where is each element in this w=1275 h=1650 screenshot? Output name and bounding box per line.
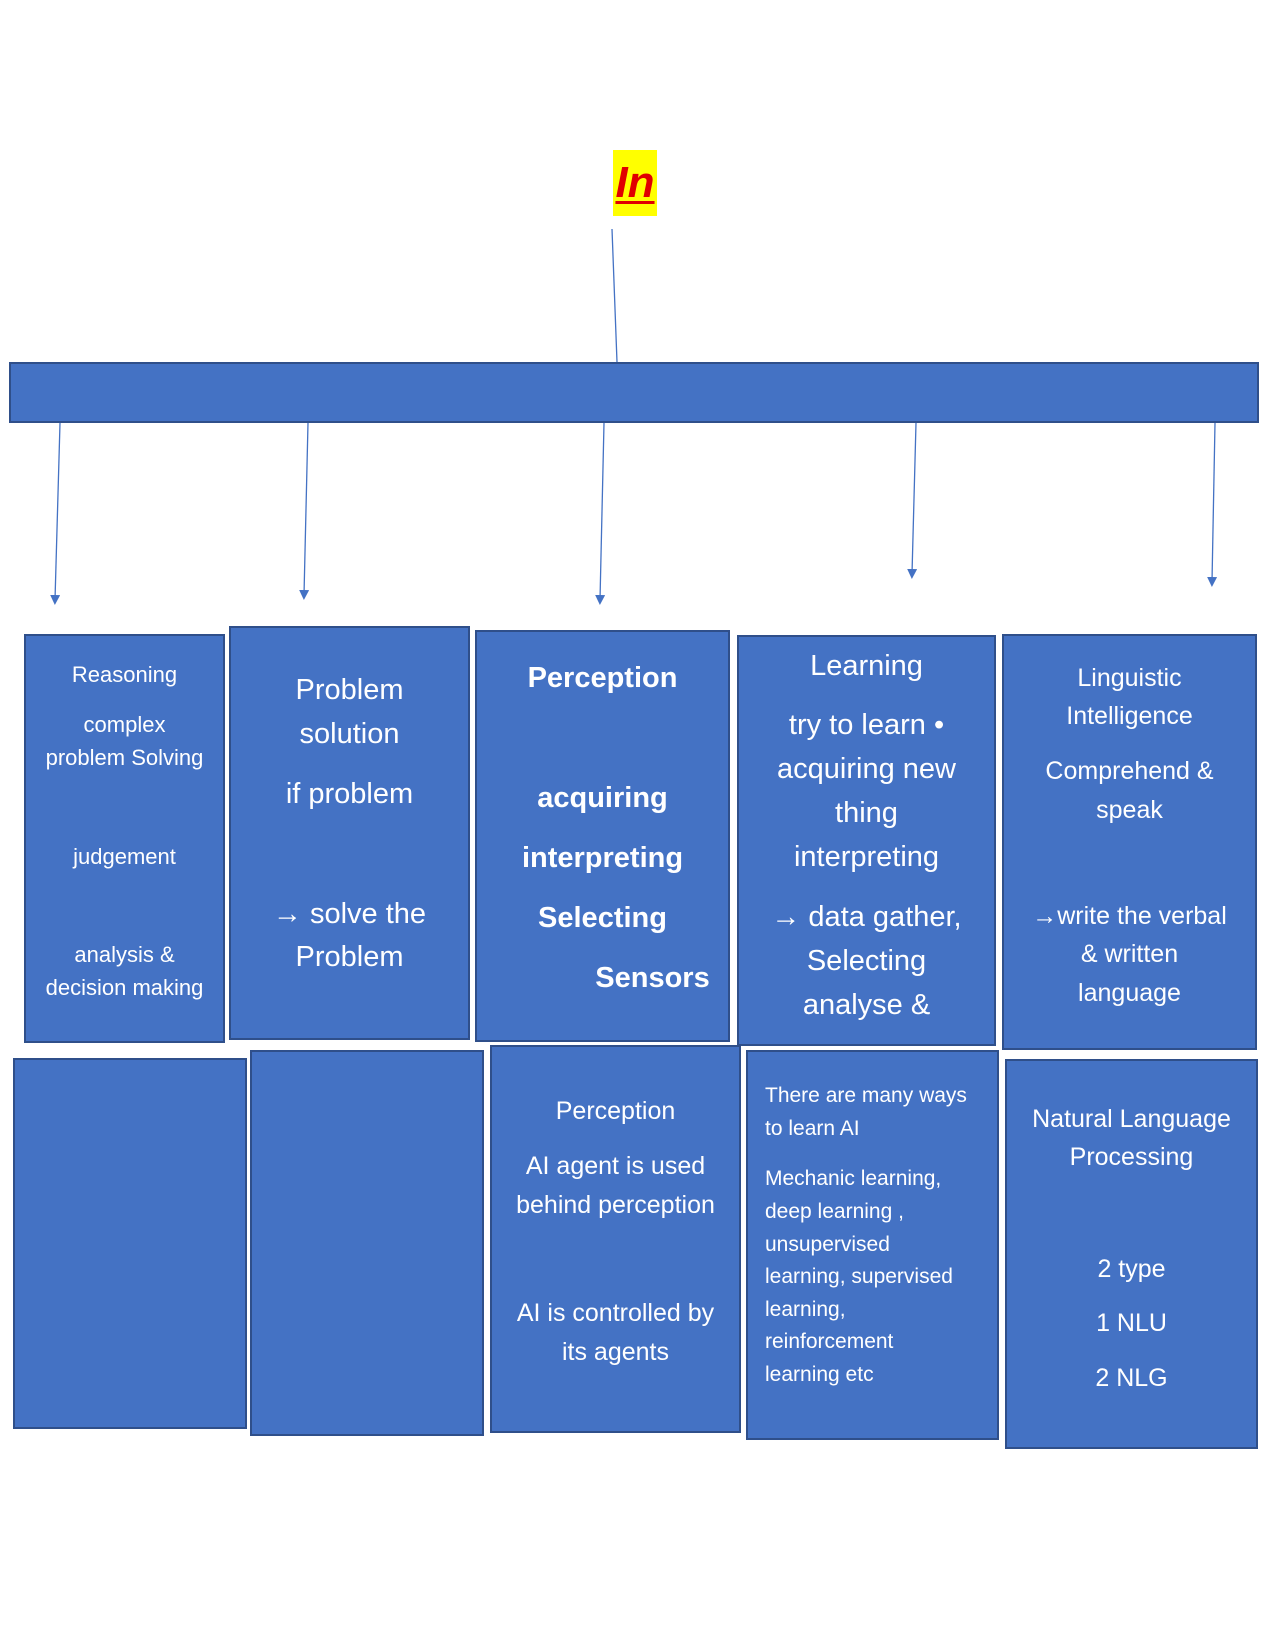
nlp-line-2: Processing [1069,1143,1194,1171]
learning-detail-box: There are many ways to learn AI Mechanic… [746,1050,999,1440]
perception-line-3: interpreting [521,842,684,874]
problem-line-3: if problem [285,778,414,810]
reasoning-line-5: analysis & [74,942,175,967]
perception-detail-box: Perception AI agent is used behind perce… [490,1045,741,1433]
perception-detail-line-5: its agents [561,1338,669,1366]
empty-box-1 [13,1058,247,1429]
learning-line-1: Learning [810,650,923,682]
main-bar [9,362,1259,423]
perception-line-4: Selecting [538,902,667,934]
perception-detail-line-3: behind perception [516,1191,715,1219]
arrow-linguistic [1207,422,1218,587]
arrow-perception [595,422,606,605]
learning-line-3: acquiring new [777,753,956,785]
learning-detail-line-1: There are many ways [765,1084,967,1107]
reasoning-line-2: complex [83,712,166,737]
linguistic-line-7: language [1078,979,1181,1007]
nlp-box: Natural Language Processing 2 type 1 NLU… [1005,1059,1258,1449]
perception-line-1: Perception [527,662,678,694]
title-text: In [615,158,655,207]
linguistic-line-3: Comprehend & [1045,757,1214,785]
problem-line-4: → solve the [272,898,427,930]
learning-detail-line-8: reinforcement [765,1330,894,1353]
nlp-line-3: 2 type [1097,1255,1166,1283]
linguistic-line-4: speak [1096,796,1163,824]
learning-detail-line-9: learning etc [765,1363,874,1386]
problem-box: Problem solution if problem → solve the … [229,626,470,1040]
linguistic-line-6: & written [1080,940,1179,968]
learning-box: Learning try to learn • acquiring new th… [737,635,996,1046]
learning-detail-line-5: unsupervised [765,1233,890,1256]
learning-line-2: try to learn • [788,709,945,741]
title-connector [611,228,618,363]
reasoning-line-1: Reasoning [71,662,178,687]
reasoning-line-6: decision making [45,975,204,1000]
title-highlight: In [613,150,657,216]
empty-box-2 [250,1050,484,1436]
arrow-reasoning [50,422,61,605]
problem-line-1: Problem [295,674,404,706]
arrow-learning [907,422,918,579]
problem-line-2: solution [299,718,400,750]
learning-detail-line-2: to learn AI [765,1117,860,1140]
perception-line-5: Sensors [595,962,710,994]
nlp-line-4: 1 NLU [1096,1309,1167,1337]
perception-box: Perception acquiring interpreting Select… [475,630,730,1042]
learning-line-5: interpreting [793,841,940,873]
perception-line-2: acquiring [537,782,668,814]
linguistic-line-5: →write the verbal [1032,902,1227,930]
perception-detail-line-1: Perception [555,1097,676,1125]
nlp-line-5: 2 NLG [1095,1364,1168,1392]
learning-line-8: analyse & [802,989,931,1021]
learning-line-4: thing [835,797,898,829]
learning-line-6: → data gather, [771,901,962,933]
linguistic-box: Linguistic Intelligence Comprehend & spe… [1002,634,1257,1050]
learning-detail-line-6: learning, supervised [765,1265,953,1288]
reasoning-line-3: problem Solving [45,745,204,770]
problem-line-5: Problem [295,941,404,973]
learning-detail-line-3: Mechanic learning, [765,1167,942,1190]
learning-detail-line-7: learning, [765,1298,846,1321]
reasoning-line-4: judgement [73,844,176,869]
perception-detail-line-4: AI is controlled by [516,1299,715,1327]
arrow-problem [299,422,310,600]
reasoning-box: Reasoning complex problem Solving judgem… [24,634,225,1043]
learning-line-7: Selecting [806,945,927,977]
nlp-line-1: Natural Language [1032,1105,1231,1133]
learning-detail-line-4: deep learning , [765,1200,904,1223]
linguistic-line-2: Intelligence [1066,702,1193,730]
perception-detail-line-2: AI agent is used [525,1152,706,1180]
linguistic-line-1: Linguistic [1077,664,1182,692]
